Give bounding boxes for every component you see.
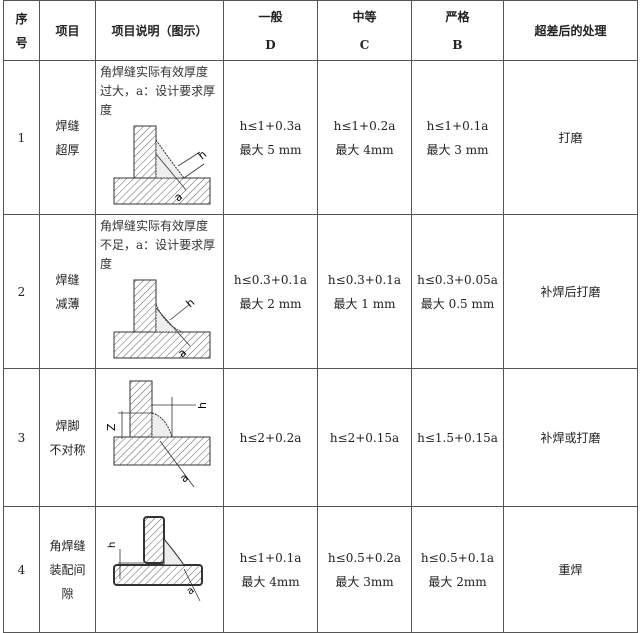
header-seq-line2: 号 xyxy=(15,35,28,50)
header-medium: 中等 C xyxy=(317,0,412,61)
table-row: 2 焊缝 减薄 角焊缝实际有效厚度不足，a：设计要求厚度 h a xyxy=(3,214,638,369)
table-row: 4 角焊缝 装配间 隙 h a xyxy=(3,506,638,633)
tolerance-formula: h≤2+0.2a xyxy=(239,430,302,445)
header-item: 项目 xyxy=(39,0,96,61)
tolerance-formula: h≤1+0.1a xyxy=(426,118,489,133)
row-item-name-line: 超厚 xyxy=(55,142,80,157)
strict-tolerance: h≤1.5+0.15a xyxy=(411,368,504,507)
tolerance-formula: h≤1+0.1a xyxy=(239,550,302,565)
tolerance-formula: h≤0.3+0.1a xyxy=(327,272,402,287)
tolerance-max: 最大 1 mm xyxy=(333,296,396,311)
tolerance-formula: h≤2+0.15a xyxy=(329,430,400,445)
treatment-cell: 重焊 xyxy=(503,506,638,633)
header-strict-code: B xyxy=(452,37,463,52)
row-item-name-line: 装配间 xyxy=(49,562,86,577)
tolerance-formula: h≤1+0.3a xyxy=(239,118,302,133)
row-item-name-line: 隙 xyxy=(61,586,74,601)
excess-weld-diagram: h a xyxy=(113,125,211,205)
thin-weld-diagram: h a xyxy=(113,279,211,360)
header-general-code: D xyxy=(265,37,276,52)
tolerance-max: 最大 0.5 mm xyxy=(420,296,495,311)
row-item-name: 角焊缝 装配间 隙 xyxy=(39,506,96,633)
header-general-label: 一般 xyxy=(258,9,283,24)
medium-tolerance: h≤0.5+0.2a 最大 3mm xyxy=(317,506,412,633)
row-item-name-line: 焊缝 xyxy=(55,118,80,133)
figure-label-h: h xyxy=(184,296,198,310)
row-item-name: 焊缝 减薄 xyxy=(39,214,96,369)
description-text: 角焊缝实际有效厚度过大，a：设计要求厚度 xyxy=(100,65,216,117)
asymmetric-leg-diagram: Z h a xyxy=(105,380,211,488)
header-strict-label: 严格 xyxy=(445,9,470,24)
medium-tolerance: h≤2+0.15a xyxy=(317,368,412,507)
general-tolerance: h≤1+0.1a 最大 4mm xyxy=(223,506,318,633)
strict-tolerance: h≤0.5+0.1a 最大 2mm xyxy=(411,506,504,633)
figure-label-h: h xyxy=(196,402,209,409)
row-description: h a xyxy=(95,506,224,633)
tolerance-formula: h≤1+0.2a xyxy=(333,118,396,133)
tolerance-formula: h≤0.3+0.1a xyxy=(233,272,308,287)
general-tolerance: h≤1+0.3a 最大 5 mm xyxy=(223,60,318,215)
figure-label-z: Z xyxy=(105,423,118,431)
weld-tolerance-table: 序 号 项目 项目说明（图示） 一般 D 中等 C 严格 B 超差后的处理 1 … xyxy=(3,0,638,633)
description-text: 角焊缝实际有效厚度不足，a：设计要求厚度 xyxy=(100,219,216,271)
row-item-name: 焊缝 超厚 xyxy=(39,60,96,215)
tolerance-max: 最大 4mm xyxy=(241,574,300,589)
figure-label-h: h xyxy=(107,542,118,548)
table-row: 1 焊缝 超厚 角焊缝实际有效厚度过大，a：设计要求厚度 h a xyxy=(3,60,638,215)
general-tolerance: h≤0.3+0.1a 最大 2 mm xyxy=(223,214,318,369)
row-item-name-line: 不对称 xyxy=(49,442,86,457)
medium-tolerance: h≤1+0.2a 最大 4mm xyxy=(317,60,412,215)
figure-label-a: a xyxy=(185,585,197,597)
header-medium-code: C xyxy=(359,37,370,52)
tolerance-max: 最大 2mm xyxy=(428,574,487,589)
header-general: 一般 D xyxy=(223,0,318,61)
row-item-name-line: 焊脚 xyxy=(55,418,80,433)
medium-tolerance: h≤0.3+0.1a 最大 1 mm xyxy=(317,214,412,369)
header-seq: 序 号 xyxy=(3,0,40,61)
fit-up-gap-diagram: h a xyxy=(107,516,203,602)
tolerance-max: 最大 5 mm xyxy=(239,142,302,157)
row-item-name-line: 焊缝 xyxy=(55,272,80,287)
row-number: 3 xyxy=(3,368,40,507)
row-number: 4 xyxy=(3,506,40,633)
header-desc: 项目说明（图示） xyxy=(95,0,224,61)
strict-tolerance: h≤0.3+0.05a 最大 0.5 mm xyxy=(411,214,504,369)
row-description: 角焊缝实际有效厚度不足，a：设计要求厚度 h a xyxy=(95,214,224,369)
tolerance-max: 最大 3 mm xyxy=(426,142,489,157)
header-row: 序 号 项目 项目说明（图示） 一般 D 中等 C 严格 B 超差后的处理 xyxy=(3,0,638,61)
row-description: 角焊缝实际有效厚度过大，a：设计要求厚度 h a xyxy=(95,60,224,215)
header-treatment: 超差后的处理 xyxy=(503,0,638,61)
tolerance-formula: h≤1.5+0.15a xyxy=(417,430,498,445)
treatment-cell: 补焊或打磨 xyxy=(503,368,638,507)
treatment-cell: 打磨 xyxy=(503,60,638,215)
tolerance-formula: h≤0.3+0.05a xyxy=(417,272,498,287)
treatment-cell: 补焊后打磨 xyxy=(503,214,638,369)
table-row: 3 焊脚 不对称 Z h xyxy=(3,368,638,507)
row-item-name: 焊脚 不对称 xyxy=(39,368,96,507)
figure-label-a: a xyxy=(178,471,192,485)
tolerance-max: 最大 2 mm xyxy=(239,296,302,311)
tolerance-max: 最大 3mm xyxy=(335,574,394,589)
header-seq-line1: 序 xyxy=(15,11,28,26)
row-description: Z h a xyxy=(95,368,224,507)
strict-tolerance: h≤1+0.1a 最大 3 mm xyxy=(411,60,504,215)
tolerance-max: 最大 4mm xyxy=(335,142,394,157)
header-strict: 严格 B xyxy=(411,0,504,61)
row-number: 1 xyxy=(3,60,40,215)
row-number: 2 xyxy=(3,214,40,369)
general-tolerance: h≤2+0.2a xyxy=(223,368,318,507)
row-item-name-line: 角焊缝 xyxy=(49,538,86,553)
figure-label-h: h xyxy=(196,148,210,162)
row-item-name-line: 减薄 xyxy=(55,296,80,311)
tolerance-formula: h≤0.5+0.2a xyxy=(327,550,402,565)
header-medium-label: 中等 xyxy=(352,9,377,24)
tolerance-formula: h≤0.5+0.1a xyxy=(420,550,495,565)
